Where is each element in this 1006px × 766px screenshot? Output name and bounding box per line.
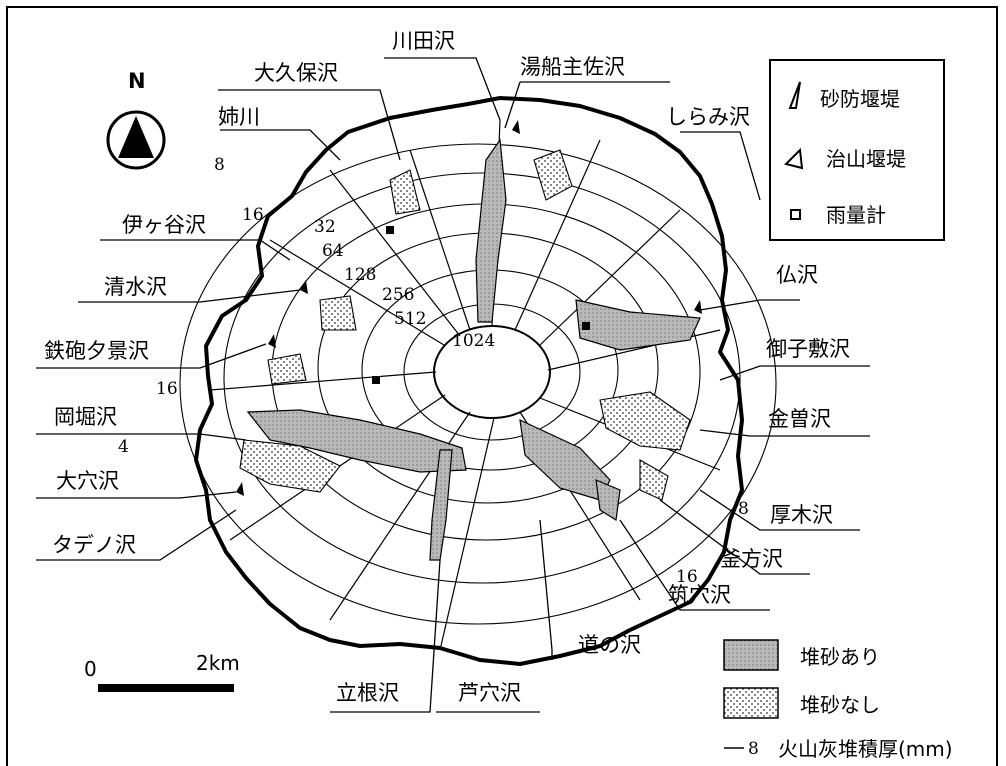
label-igaya: 伊ヶ谷沢 — [122, 213, 206, 237]
sediment-present-areas — [246, 138, 701, 561]
legend-box-symbols: 砂防堰堤 治山堰堤 雨量計 — [769, 59, 945, 241]
isopach-256: 256 — [382, 285, 414, 305]
legend-rain-gauge: 雨量計 — [826, 203, 886, 227]
label-teppo: 鉄砲夕景沢 — [44, 339, 149, 363]
isopach-64: 64 — [322, 241, 344, 261]
label-tsukuana: 筑穴沢 — [668, 583, 731, 607]
island-coastline — [194, 96, 744, 666]
label-atsugi: 厚木沢 — [770, 503, 833, 527]
label-kawada: 川田沢 — [392, 29, 455, 53]
sabo-dam-icon — [788, 81, 801, 109]
label-michino: 道の沢 — [578, 633, 641, 657]
legend-sediment-absent: 堆砂なし — [800, 693, 880, 717]
rain-gauge-icon — [790, 209, 801, 220]
isopach-32: 32 — [314, 217, 336, 237]
north-label: N — [128, 69, 146, 93]
label-kaneso: 金曽沢 — [768, 407, 831, 431]
scale-zero: 0 — [84, 657, 97, 681]
isopach-128: 128 — [344, 265, 376, 285]
legend-bottom: 堆砂あり 堆砂なし 8 火山灰堆積厚(mm) — [723, 639, 953, 760]
isopach-labels: 8 16 32 64 128 256 512 1024 16 4 8 16 — [118, 155, 749, 587]
label-hotoke: 仏沢 — [776, 263, 818, 287]
label-oana: 大穴沢 — [56, 469, 119, 493]
sediment-absent-swatch — [723, 687, 779, 719]
label-shimizu: 清水沢 — [104, 275, 167, 299]
scale-distance: 2km — [196, 651, 240, 675]
isopach-16-w: 16 — [156, 379, 178, 399]
label-tatene: 立根沢 — [336, 681, 399, 705]
isopach-8-se: 8 — [738, 499, 749, 519]
map-frame — [6, 6, 998, 766]
chisan-dam-icon — [784, 147, 804, 170]
scale-bar: 0 2km — [84, 651, 240, 692]
label-okahori: 岡堀沢 — [54, 405, 117, 429]
isopach-1024: 1024 — [452, 331, 495, 351]
legend-sabo-dam: 砂防堰堤 — [820, 87, 900, 111]
isopach-16-nw: 16 — [242, 205, 264, 225]
label-okubo: 大久保沢 — [254, 61, 338, 85]
legend-ash-prefix: 8 — [748, 739, 759, 759]
leader-lines — [36, 57, 870, 713]
label-tadeno: タデノ沢 — [52, 533, 136, 557]
north-arrow: N — [106, 69, 166, 170]
label-shirami: しらみ沢 — [666, 105, 750, 129]
stream-labels: 川田沢 湯船主佐沢 大久保沢 しらみ沢 姉川 伊ヶ谷沢 清水沢 仏沢 鉄砲夕景沢… — [44, 29, 850, 705]
legend-sediment-present: 堆砂あり — [800, 645, 880, 669]
isopach-16-se: 16 — [676, 567, 698, 587]
label-ashiana: 芦穴沢 — [458, 681, 521, 705]
isopach-8-nw: 8 — [214, 155, 225, 175]
label-anegawa: 姉川 — [218, 105, 260, 129]
isopach-512: 512 — [394, 309, 426, 329]
isopach-4: 4 — [118, 437, 129, 457]
label-mikoshiki: 御子敷沢 — [766, 337, 850, 361]
legend-chisan-dam: 治山堰堤 — [826, 147, 906, 171]
legend-ash-thickness: 火山灰堆積厚(mm) — [778, 737, 953, 760]
sediment-present-swatch — [723, 639, 779, 671]
label-yubune: 湯船主佐沢 — [520, 55, 625, 79]
sediment-absent-areas — [239, 149, 691, 501]
label-kamagata: 釜方沢 — [720, 547, 783, 571]
map-structures — [236, 120, 702, 496]
